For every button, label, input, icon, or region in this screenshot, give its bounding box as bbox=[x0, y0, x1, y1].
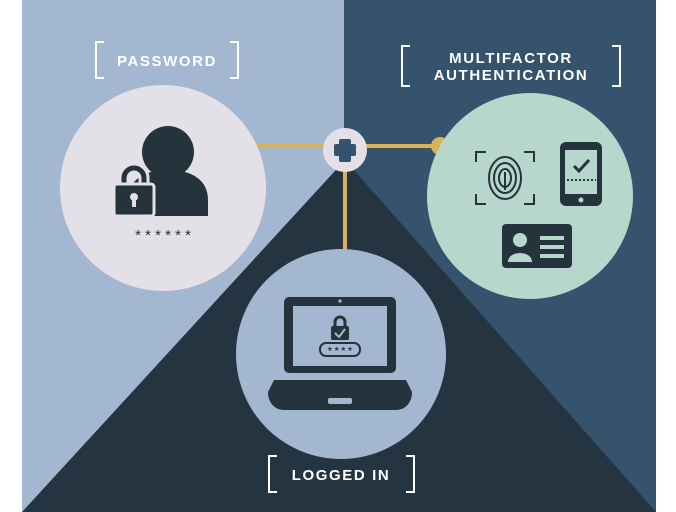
plus-icon bbox=[334, 139, 356, 162]
mfa-label-frame: MULTIFACTOR AUTHENTICATION bbox=[401, 45, 621, 87]
password-label-frame: PASSWORD bbox=[95, 41, 239, 79]
id-card-icon bbox=[502, 224, 572, 268]
mfa-label-line2: AUTHENTICATION bbox=[434, 67, 589, 84]
logged-in-label: LOGGED IN bbox=[292, 467, 391, 484]
smartphone-check-icon bbox=[560, 142, 602, 206]
mfa-circle bbox=[427, 93, 633, 299]
laptop-lock-icon: * * * * bbox=[268, 297, 412, 410]
plus-node bbox=[323, 128, 367, 172]
mfa-label-line1: MULTIFACTOR bbox=[449, 50, 573, 67]
mfa-node bbox=[427, 93, 633, 299]
left-margin bbox=[0, 0, 22, 512]
user-with-lock-icon bbox=[112, 126, 208, 218]
password-label: PASSWORD bbox=[117, 53, 217, 70]
logged-in-node: * * * * bbox=[236, 249, 446, 459]
logged-in-label-frame: LOGGED IN bbox=[268, 455, 415, 493]
right-margin bbox=[656, 0, 676, 512]
laptop-pin: * * * * bbox=[328, 346, 352, 357]
password-node: * * * * * * bbox=[60, 85, 266, 291]
masked-password: * * * * * * bbox=[135, 227, 191, 244]
fingerprint-icon bbox=[475, 151, 535, 205]
